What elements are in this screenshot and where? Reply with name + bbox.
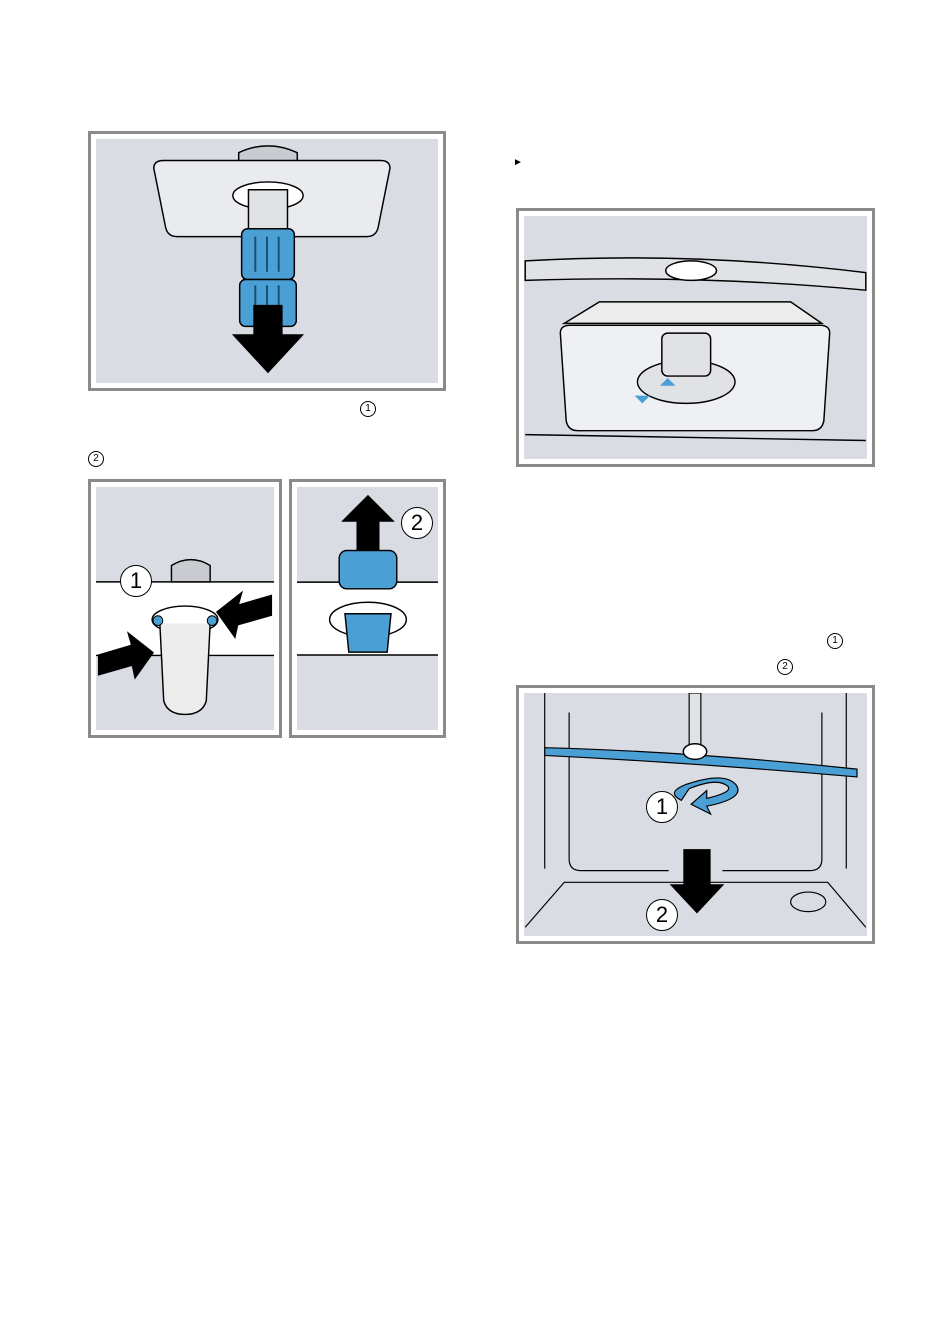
step-marker: ► (513, 156, 523, 169)
callout-badge-2: 2 (401, 507, 433, 539)
filter-removal-figure (88, 131, 446, 391)
callout-badge-1: 1 (120, 565, 152, 597)
callout-badge-2-text: 2 (411, 510, 423, 535)
callout-2-text-right: 2 (777, 659, 793, 675)
callout-badge-1-spray-text: 1 (656, 794, 668, 819)
callout-1-text: 1 (360, 401, 376, 417)
callout-2-text: 2 (88, 451, 104, 467)
callout-badge-1-text: 1 (130, 568, 142, 593)
callout-badge-2-spray: 2 (646, 899, 678, 931)
filter-reinsert-illustration (524, 216, 867, 459)
callout-badge-1-spray: 1 (646, 791, 678, 823)
filter-reinsert-figure (516, 208, 875, 467)
spray-arm-removal-illustration (524, 693, 867, 936)
filter-removal-illustration (96, 139, 438, 383)
callout-1-text-right: 1 (827, 633, 843, 649)
filter-lift-figure: 2 (289, 479, 446, 738)
filter-squeeze-figure: 1 (88, 479, 282, 738)
filter-squeeze-illustration (96, 487, 274, 730)
callout-badge-2-spray-text: 2 (656, 902, 668, 927)
spray-arm-removal-figure: 1 2 (516, 685, 875, 944)
